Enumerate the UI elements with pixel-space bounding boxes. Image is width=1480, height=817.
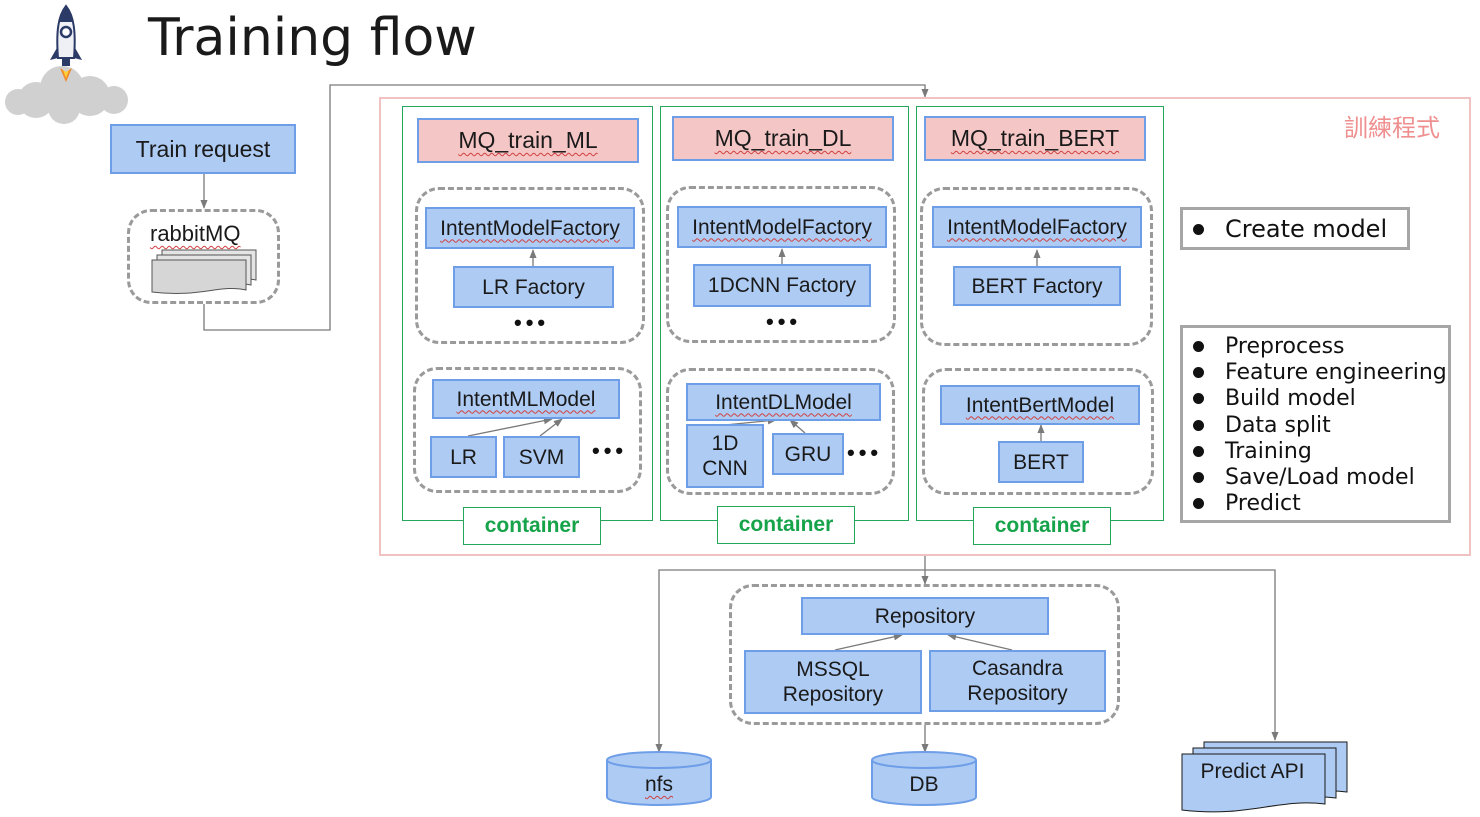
step-item: Preprocess [1183, 333, 1448, 359]
ellipsis-dl-model: ••• [847, 440, 883, 465]
repository-base: Repository [801, 597, 1049, 635]
casandra-repository: Casandra Repository [929, 650, 1106, 712]
db-database-icon [871, 751, 977, 806]
intent-dl-model: IntentDLModel [686, 383, 881, 421]
arrow-to-nfs [655, 569, 925, 753]
arrow-gru-model [789, 419, 806, 434]
step-item: Feature engineering [1183, 359, 1448, 385]
model-group-dl [666, 368, 895, 495]
repository-group [729, 584, 1120, 725]
step-item: Predict [1183, 491, 1448, 517]
nfs-label: nfs [644, 773, 673, 796]
arrow-lr-model [467, 417, 553, 437]
ellipsis-ml-factory: ••• [514, 310, 550, 335]
arrow-svm-model [539, 418, 563, 437]
arrow-mq-to-program [203, 84, 929, 331]
rocket-icon [5, 4, 128, 124]
queue-bert: MQ_train_BERT [924, 116, 1146, 161]
training-program-box [379, 97, 1471, 556]
container-label-dl: container [717, 506, 855, 544]
model-group-bert [922, 368, 1154, 495]
arrow-mssql-repo [834, 633, 903, 651]
svm-model: SVM [503, 436, 580, 478]
predict-api-label: Predict API [1200, 760, 1305, 783]
step-item: Save/Load model [1183, 464, 1448, 490]
gru-model: GRU [772, 433, 844, 475]
step-item: Build model [1183, 386, 1448, 412]
queue-ml: MQ_train_ML [417, 118, 639, 163]
ellipsis-dl-factory: ••• [766, 309, 802, 334]
1d-cnn-model: 1D CNN [686, 424, 764, 488]
container-label-bert: container [973, 507, 1111, 545]
rabbitmq-group [127, 209, 280, 304]
mssql-repository: MSSQL Repository [744, 650, 922, 714]
rabbitmq-label: rabbitMQ [150, 221, 241, 246]
factory-ml: IntentModelFactory [425, 207, 635, 249]
model-group-ml [413, 367, 642, 493]
factory-dl: IntentModelFactory [677, 206, 887, 248]
factory-group-dl [666, 186, 896, 343]
arrow-to-predict [925, 569, 1279, 741]
arrow-casandra-repo [947, 633, 1013, 651]
nfs-database-icon [606, 751, 712, 806]
page-title: Training flow [148, 8, 477, 68]
train-request-box: Train request [110, 124, 296, 174]
step-item: Data split [1183, 412, 1448, 438]
bert-model: BERT [998, 441, 1084, 483]
factory-group-bert [920, 187, 1153, 346]
db-label: DB [909, 773, 939, 796]
intent-ml-model: IntentMLModel [432, 379, 620, 419]
create-model-item: Create model [1183, 215, 1407, 243]
steps-panel: Preprocess Feature engineering Build mod… [1180, 325, 1451, 523]
factory-group-ml [415, 187, 645, 344]
message-queue-icon [151, 249, 257, 295]
queue-dl: MQ_train_DL [672, 116, 894, 161]
lr-factory: LR Factory [453, 266, 614, 308]
container-label-ml: container [463, 507, 601, 545]
lr-model: LR [430, 436, 497, 478]
1dcnn-factory: 1DCNN Factory [693, 264, 871, 307]
bert-factory: BERT Factory [953, 266, 1121, 306]
step-item: Training [1183, 438, 1448, 464]
predict-api-document-icon [1181, 741, 1348, 813]
ellipsis-ml-model: ••• [592, 438, 628, 463]
program-label: 訓練程式 [1344, 114, 1440, 142]
factory-bert: IntentModelFactory [932, 206, 1142, 248]
intent-bert-model: IntentBertModel [940, 385, 1140, 425]
create-model-panel: Create model [1180, 207, 1410, 250]
